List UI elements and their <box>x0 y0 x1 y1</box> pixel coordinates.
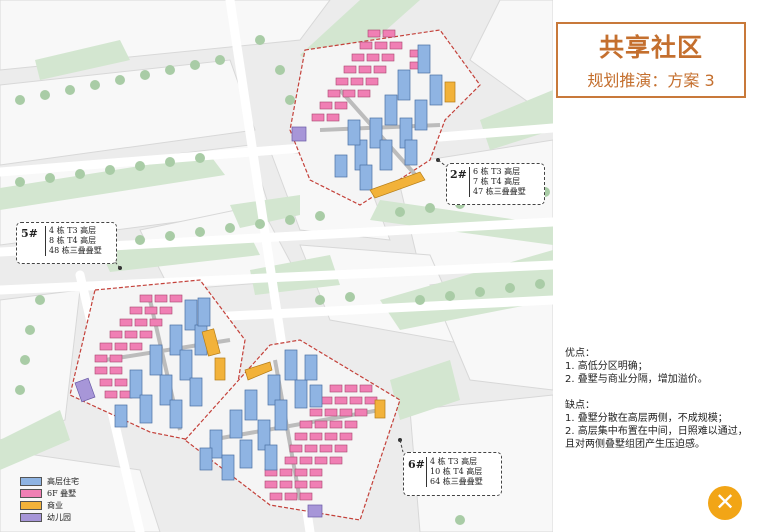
callout-6: 6# 4 栋 T3 高层 10 栋 T4 高层 64 栋三叠叠墅 <box>403 452 502 496</box>
pros-item: 2. 叠墅与商业分隔，增加溢价。 <box>565 374 708 385</box>
legend-label: 幼儿园 <box>47 512 71 522</box>
cons-item: 1. 叠墅分散在高层两侧，不成规模； <box>565 413 728 424</box>
callout-2: 2# 6 栋 T3 高层 7 栋 T4 高层 47 栋三叠叠墅 <box>446 163 545 205</box>
pros-heading: 优点： <box>565 348 595 359</box>
callout-2-line: 47 栋三叠叠墅 <box>473 187 526 196</box>
callout-6-lines: 4 栋 T3 高层 10 栋 T4 高层 64 栋三叠叠墅 <box>426 457 483 487</box>
callout-2-line: 6 栋 T3 高层 <box>473 167 521 176</box>
callout-5-lines: 4 栋 T3 高层 8 栋 T4 高层 48 栋三叠叠墅 <box>45 226 102 256</box>
callout-2-id: 2# <box>450 168 467 181</box>
legend-item: 商业 <box>20 499 79 511</box>
legend-label: 商业 <box>47 500 63 510</box>
callout-5-line: 48 栋三叠叠墅 <box>49 246 102 255</box>
legend-swatch <box>20 476 42 486</box>
legend-swatch <box>20 500 42 510</box>
callout-6-line: 64 栋三叠叠墅 <box>430 477 483 486</box>
evaluation-notes: 优点： 1. 高低分区明确； 2. 叠墅与商业分隔，增加溢价。 缺点： 1. 叠… <box>565 347 755 451</box>
callout-5-line: 8 栋 T4 高层 <box>49 236 97 245</box>
callout-6-line: 10 栋 T4 高层 <box>430 467 483 476</box>
callout-2-lines: 6 栋 T3 高层 7 栋 T4 高层 47 栋三叠叠墅 <box>469 167 526 197</box>
spacer <box>565 386 755 399</box>
close-icon: ✕ <box>714 488 736 516</box>
cons-heading: 缺点： <box>565 400 595 411</box>
map-legend: 高层住宅 6F 叠墅 商业 幼儿园 <box>20 475 79 523</box>
close-button[interactable]: ✕ <box>708 486 742 520</box>
legend-item: 幼儿园 <box>20 511 79 523</box>
callout-2-line: 7 栋 T4 高层 <box>473 177 521 186</box>
page-subtitle: 规划推演：方案 3 <box>587 71 715 90</box>
legend-item: 高层住宅 <box>20 475 79 487</box>
pros-item: 1. 高低分区明确； <box>565 361 648 372</box>
title-box: 共享社区 规划推演：方案 3 <box>556 22 746 98</box>
info-panel <box>553 0 760 532</box>
legend-swatch <box>20 512 42 522</box>
legend-label: 高层住宅 <box>47 476 79 486</box>
callout-5: 5# 4 栋 T3 高层 8 栋 T4 高层 48 栋三叠叠墅 <box>16 222 117 264</box>
legend-item: 6F 叠墅 <box>20 487 79 499</box>
callout-5-line: 4 栋 T3 高层 <box>49 226 97 235</box>
legend-swatch <box>20 488 42 498</box>
callout-5-id: 5# <box>21 227 38 240</box>
cons-item: 2. 高层集中布置在中间，日照难以通过，且对两侧叠墅组团产生压迫感。 <box>565 426 748 450</box>
page-title: 共享社区 <box>598 33 703 62</box>
callout-6-line: 4 栋 T3 高层 <box>430 457 478 466</box>
legend-label: 6F 叠墅 <box>47 488 77 498</box>
callout-6-id: 6# <box>408 458 425 471</box>
